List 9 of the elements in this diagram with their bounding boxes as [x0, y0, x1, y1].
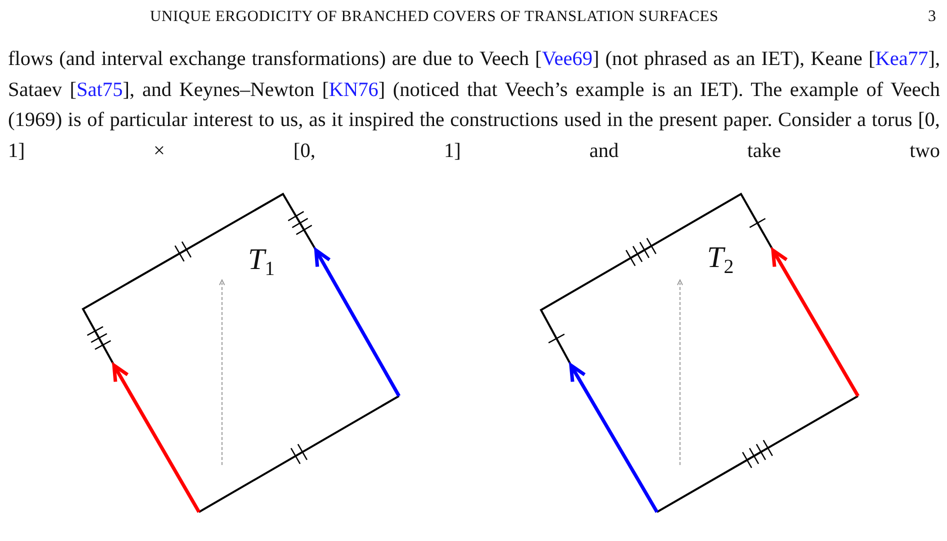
citation-link: Sat75: [76, 78, 123, 100]
page-number: 3: [928, 8, 936, 26]
surface-label: T$_{1}$: [248, 245, 275, 279]
citation-link: KN76: [328, 78, 378, 100]
citation-link: Vee69: [542, 48, 592, 70]
surface-label: T$_{2}$: [707, 243, 734, 277]
running-header: UNIQUE ERGODICITY OF BRANCHED COVERS OF TRANSLATION SURFACES: [150, 8, 718, 26]
citation-link: Kea77: [875, 48, 928, 70]
body-paragraph: flows (and interval exchange transformations) are due to Veech [Vee69] (not phrased as an IET), Keane [Kea77], Sataev [Sat75], and Keynes–Newton [KN76] (noticed that Veech’s example is an IET). The example of Veech (1969) is of particular interest to us, as it inspired the constructions used in the present paper. Consider a torus [0, 1] × [0, 1] and take two: [8, 47, 940, 164]
